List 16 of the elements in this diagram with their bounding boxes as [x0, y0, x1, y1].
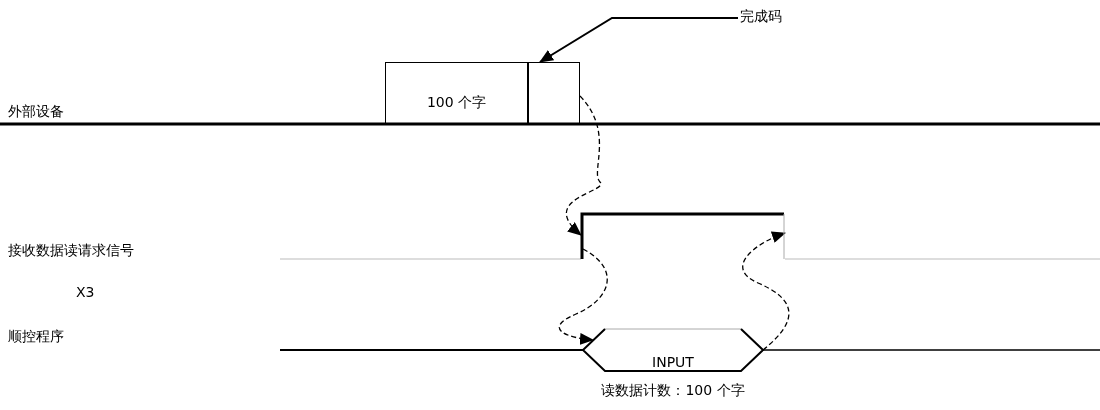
- callout-text: 完成码: [740, 8, 782, 26]
- dashed-arrow: [558, 248, 608, 345]
- leader-line: [539, 17, 739, 63]
- data-frame: [528, 62, 580, 124]
- row-label: 顺控程序: [8, 328, 64, 346]
- data-frame: [385, 62, 528, 124]
- caption-text: 读数据计数：100 个字: [601, 382, 745, 400]
- row-label: 接收数据读请求信号: [8, 242, 134, 260]
- node-text: 100 个字: [426, 94, 487, 112]
- process-label: INPUT: [651, 354, 695, 370]
- dashed-arrow: [565, 95, 602, 236]
- input-process-hexagon: [583, 328, 763, 372]
- dashed-arrow: [742, 231, 790, 351]
- row-label: 外部设备: [8, 103, 64, 121]
- signal-pulse: [581, 213, 785, 259]
- row-label: X3: [76, 284, 95, 300]
